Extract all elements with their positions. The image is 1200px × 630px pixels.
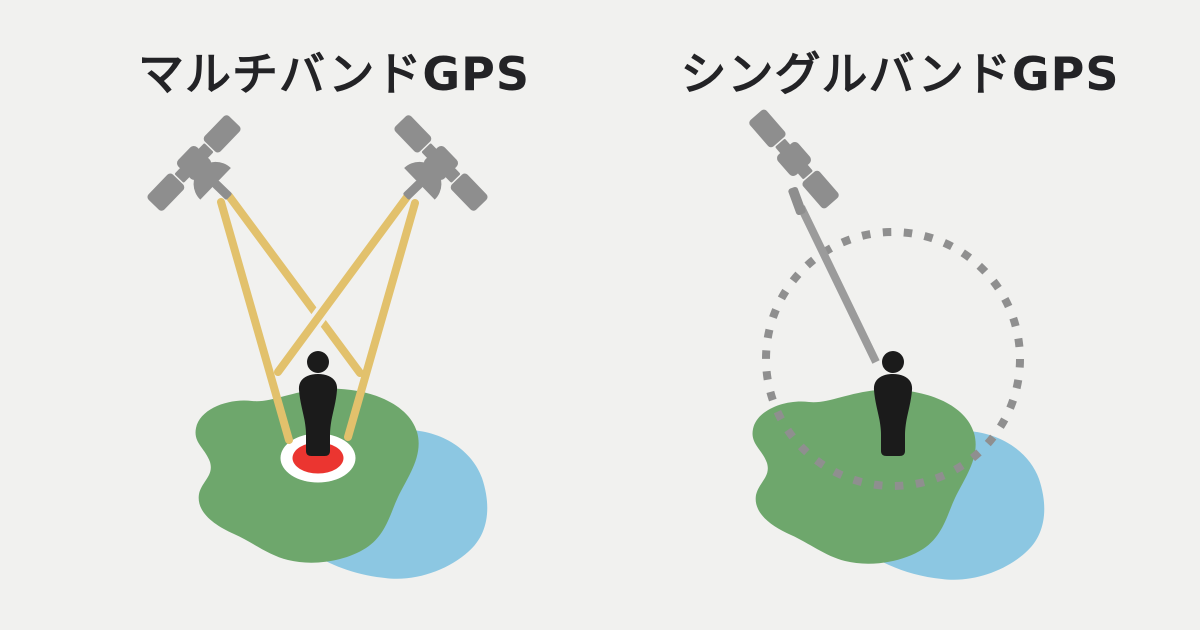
right-panel-graphic [745, 106, 1045, 579]
position-target-marker [280, 433, 356, 483]
beam-right-outer [344, 199, 419, 441]
beam-single-gray [797, 205, 880, 364]
target-red-spot [292, 442, 344, 474]
left-panel-graphic [144, 112, 491, 579]
satellite-antenna-stub [788, 186, 806, 216]
left-panel-title: マルチバンドGPS [138, 47, 530, 101]
beam-left-crossing [225, 192, 364, 377]
uncertainty-dotted-circle [762, 228, 1024, 490]
beam-right-crossing [274, 193, 411, 376]
right-panel-title: シングルバンドGPS [680, 47, 1120, 101]
satellite-icon-single [745, 106, 843, 216]
left-landmass [196, 389, 488, 579]
beam-left-outer [217, 198, 293, 444]
